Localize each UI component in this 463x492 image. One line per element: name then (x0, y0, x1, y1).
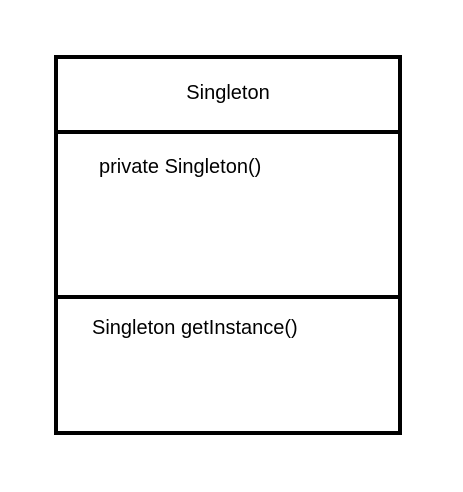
class-name: Singleton (186, 82, 270, 104)
singleton-class-box: Singleton private Singleton() Singleton … (54, 55, 402, 435)
constructor-compartment: private Singleton() (58, 134, 398, 295)
get-instance-method: Singleton getInstance() (92, 317, 298, 339)
compartment-divider-bottom (58, 295, 398, 299)
class-name-compartment: Singleton (58, 59, 398, 130)
method-compartment: Singleton getInstance() (58, 299, 398, 431)
compartment-divider-top (58, 130, 398, 134)
private-constructor: private Singleton() (99, 156, 262, 178)
